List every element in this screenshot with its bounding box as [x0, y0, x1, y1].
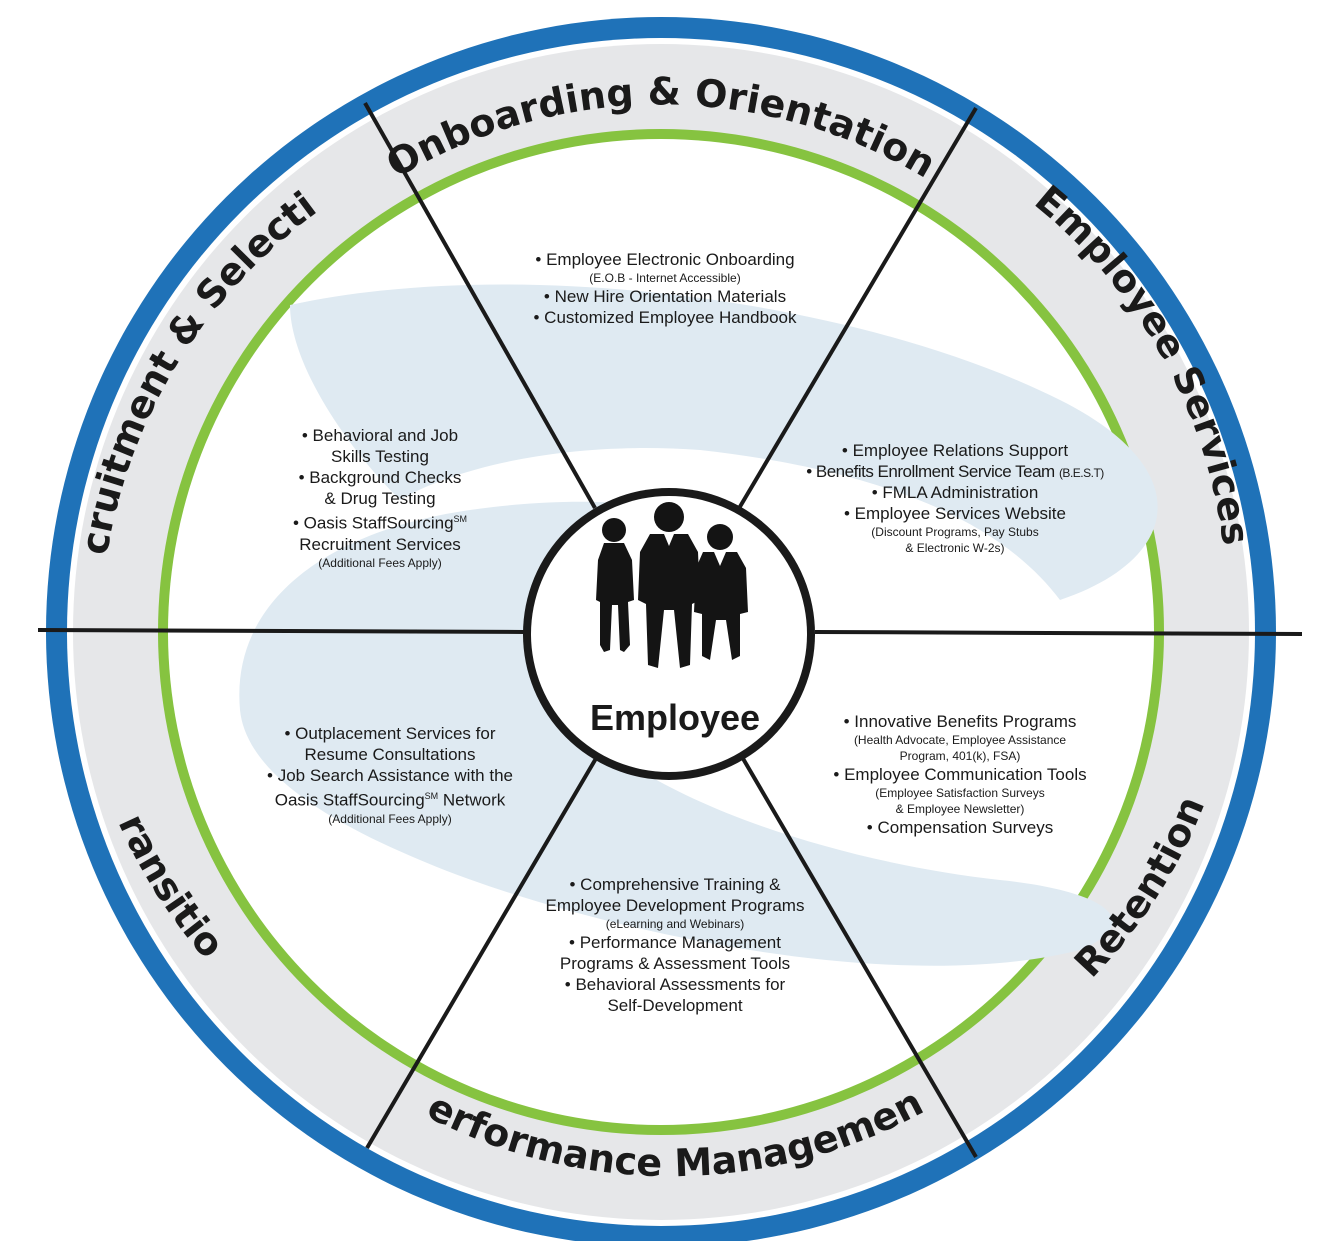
list-item-note: (Additional Fees Apply): [318, 555, 442, 570]
list-item: & Drug Testing: [324, 489, 436, 508]
center-label: Employee: [590, 697, 760, 738]
swirl-decoration: [239, 284, 1158, 966]
list-item: Self-Development: [607, 996, 743, 1015]
list-item: • New Hire Orientation Materials: [543, 287, 787, 306]
list-item: • Benefits Enrollment Service Team (B.E.…: [775, 461, 1135, 482]
service-mark: SM: [453, 514, 468, 524]
retention-services-list: • Innovative Benefits Programs (Health A…: [790, 711, 1130, 838]
list-item: • Behavioral Assessments for: [564, 975, 786, 994]
list-item: • Behavioral and Job: [301, 426, 459, 445]
list-item: • Outplacement Services for: [284, 724, 496, 743]
list-item: Skills Testing: [331, 447, 429, 466]
list-item: Oasis StaffSourcingSM Network: [225, 786, 555, 811]
list-item-note: & Electronic W-2s): [905, 541, 1005, 555]
segment-dividers: [37, 102, 1303, 1159]
performance-services-list: • Comprehensive Training & Employee Deve…: [500, 874, 850, 1016]
shirt-accents: [664, 534, 726, 566]
service-mark: SM: [424, 791, 439, 801]
list-item-text: • Benefits Enrollment Service Team: [806, 462, 1055, 481]
list-item-note: (Employee Satisfaction Surveys: [875, 786, 1045, 800]
list-item: • Performance Management: [569, 933, 781, 952]
list-item: Recruitment Services: [299, 534, 461, 554]
list-item: • Innovative Benefits Programs: [843, 712, 1077, 731]
list-item-text: Oasis StaffSourcing: [274, 790, 425, 810]
list-item: Programs & Assessment Tools: [559, 954, 791, 973]
transition-services-list: • Outplacement Services for Resume Consu…: [225, 723, 555, 827]
recruitment-services-list: • Behavioral and Job Skills Testing • Ba…: [235, 425, 525, 571]
list-item: • Employee Electronic Onboarding: [535, 250, 795, 269]
list-item: Employee Development Programs: [545, 896, 805, 915]
list-item: • Employee Communication Tools: [833, 765, 1087, 784]
list-item-note: Program, 401(k), FSA): [899, 749, 1021, 763]
employee-services-list: • Employee Relations Support • Benefits …: [775, 440, 1135, 556]
list-item: • FMLA Administration: [871, 483, 1039, 502]
list-item: • Customized Employee Handbook: [533, 308, 797, 327]
people-silhouette-icon: [596, 502, 748, 668]
list-item: • Job Search Assistance with the: [267, 766, 513, 785]
list-item-text: Network: [438, 790, 506, 810]
list-item-note: (Health Advocate, Employee Assistance: [853, 733, 1067, 747]
onboarding-services-list: • Employee Electronic Onboarding (E.O.B …: [480, 249, 850, 328]
list-item-note: (B.E.S.T): [1058, 466, 1104, 480]
list-item-note: (E.O.B - Internet Accessible): [589, 271, 741, 285]
list-item: • Compensation Surveys: [866, 818, 1054, 837]
list-item: • Employee Relations Support: [841, 441, 1069, 460]
list-item: Resume Consultations: [304, 745, 476, 764]
list-item: • Background Checks: [298, 468, 462, 487]
list-item-note: (eLearning and Webinars): [605, 917, 745, 931]
list-item: • Employee Services Website: [843, 504, 1066, 523]
list-item-text: • Oasis StaffSourcing: [292, 513, 454, 533]
list-item-note: (Additional Fees Apply): [328, 811, 452, 826]
list-item: • Comprehensive Training &: [569, 875, 781, 894]
list-item-note: (Discount Programs, Pay Stubs: [871, 525, 1039, 539]
list-item: • Oasis StaffSourcingSM: [235, 509, 525, 534]
list-item-note: & Employee Newsletter): [895, 802, 1025, 816]
